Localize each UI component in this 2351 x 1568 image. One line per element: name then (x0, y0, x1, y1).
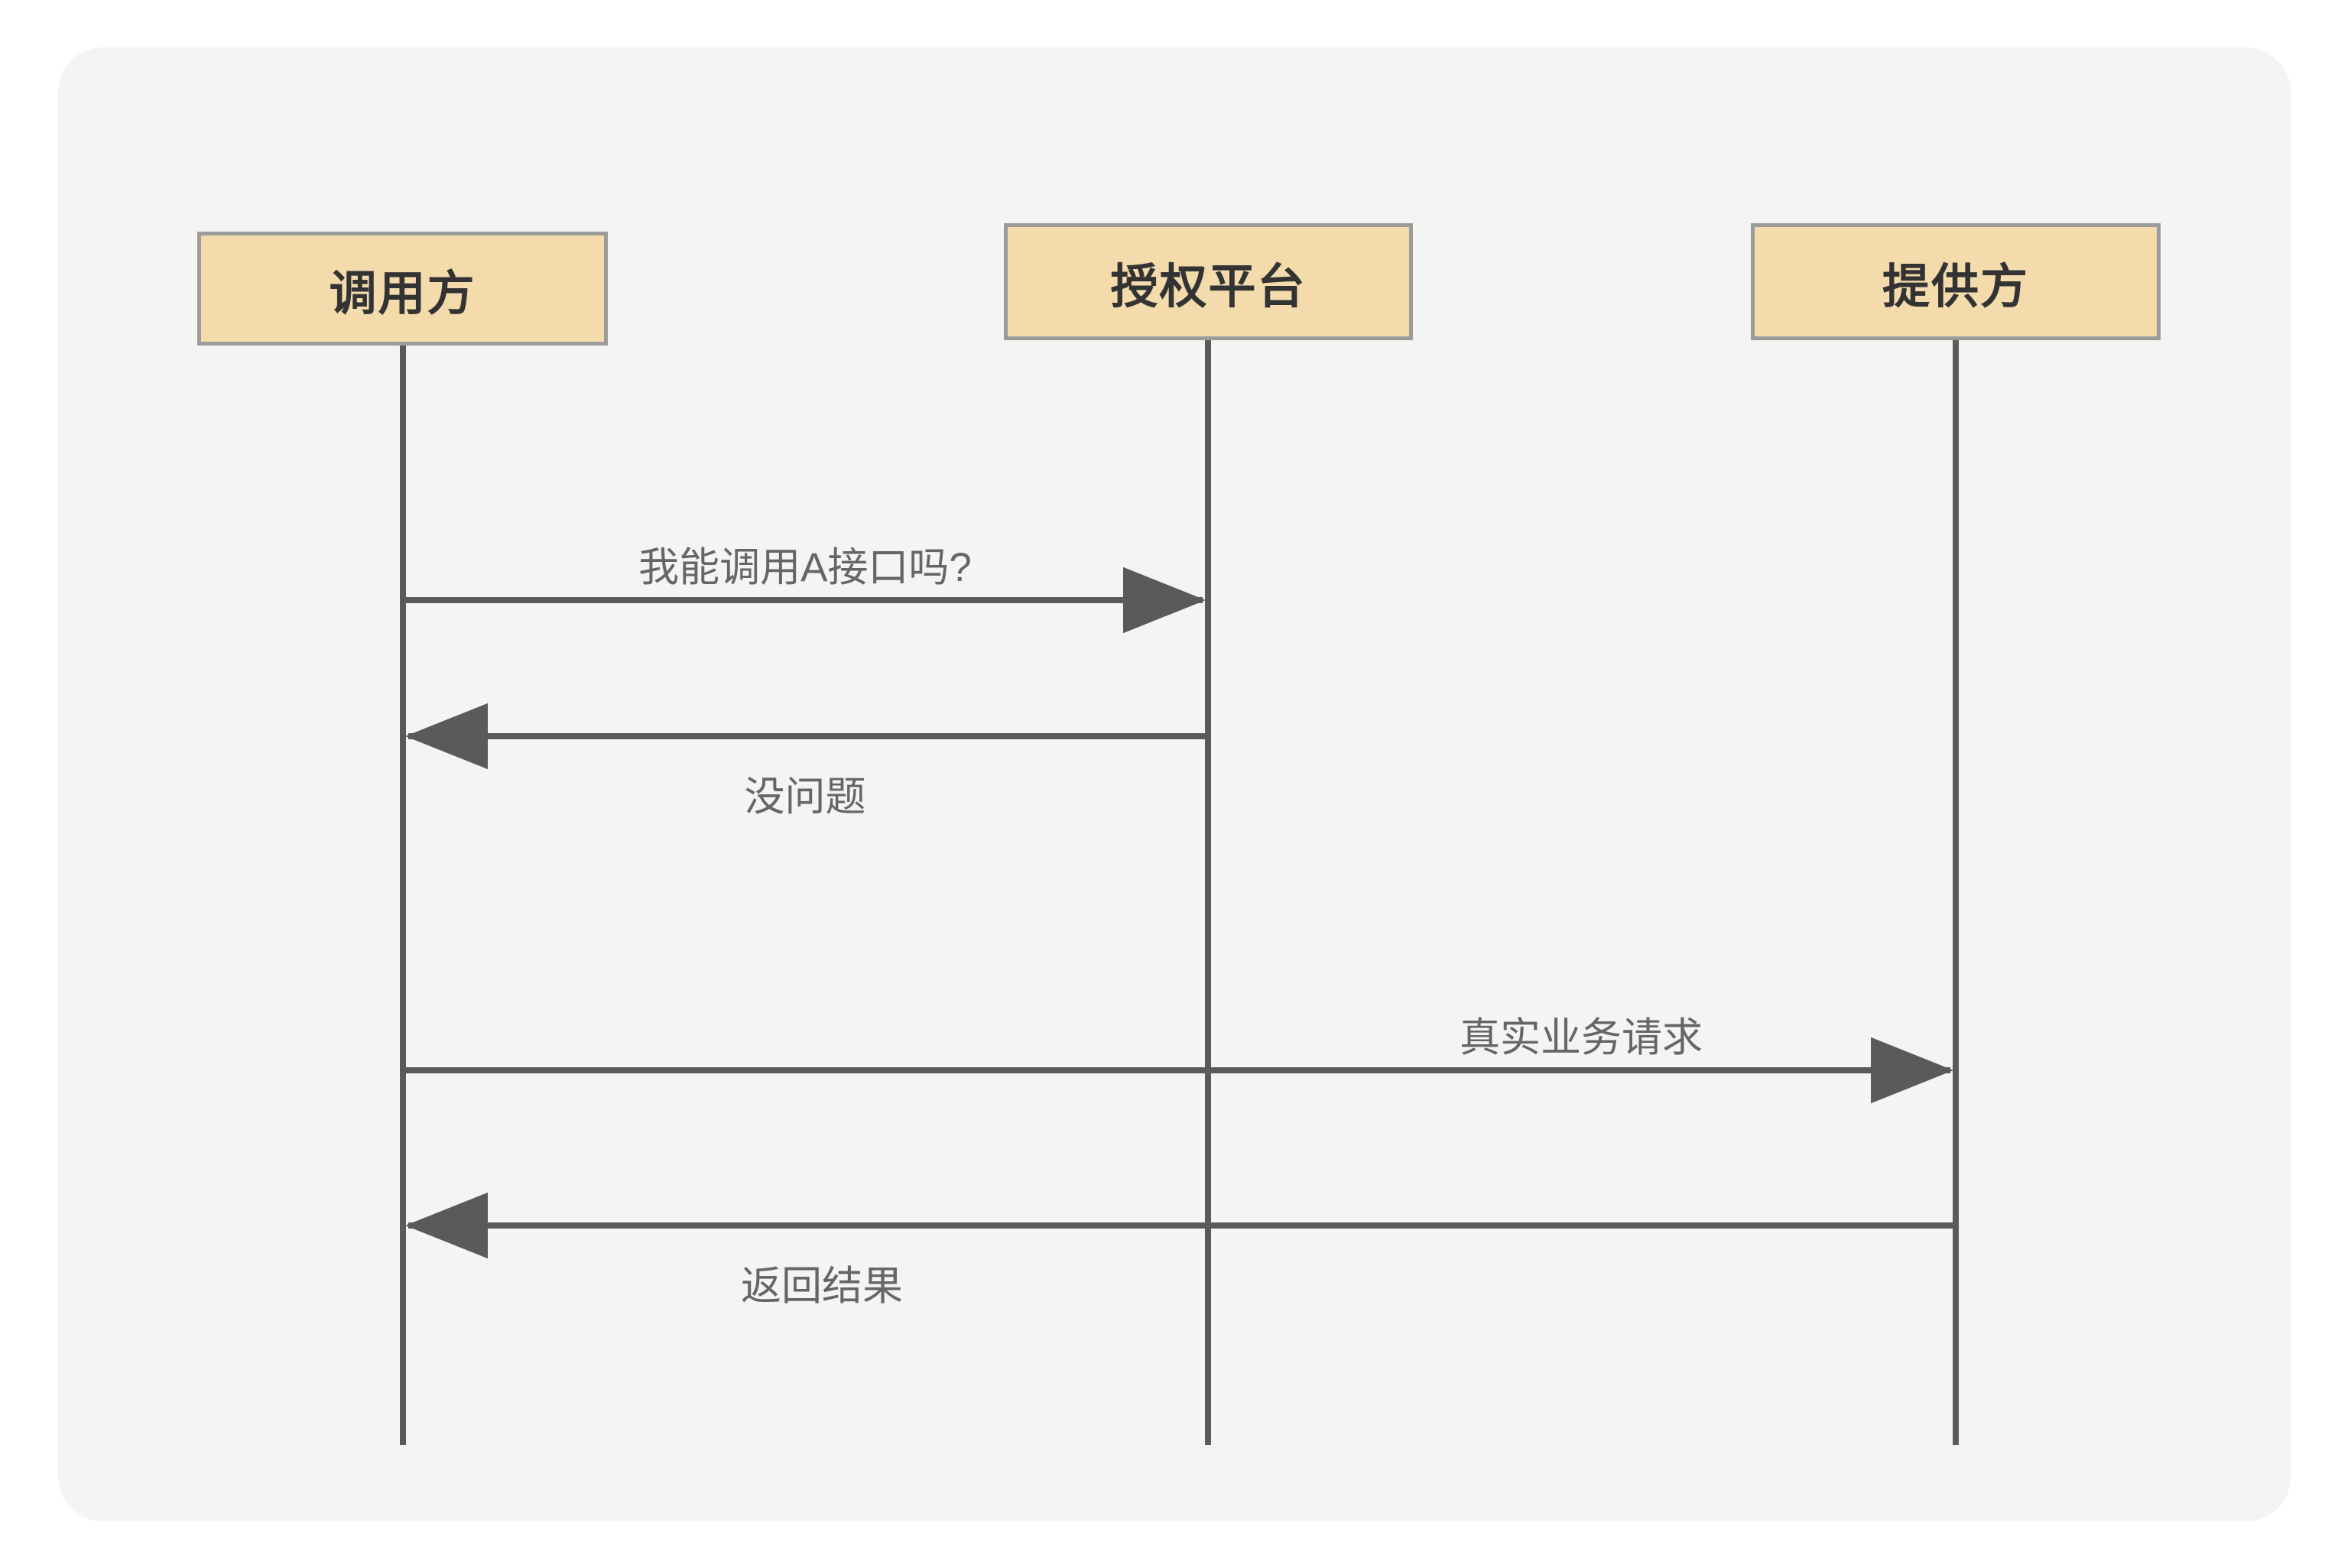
message-label-3: 真实业务请求 (1460, 1015, 1703, 1060)
message-label-1: 我能调用A接口吗? (638, 545, 972, 590)
participant-box-provider[interactable]: 提供方 (1751, 223, 2161, 340)
participant-label-platform: 授权平台 (1110, 260, 1307, 313)
participant-label-provider: 提供方 (1882, 260, 2029, 313)
participant-box-platform[interactable]: 授权平台 (1004, 223, 1413, 340)
participant-label-caller: 调用方 (329, 267, 476, 320)
message-label-2: 没问题 (744, 774, 866, 820)
message-label-4: 返回结果 (741, 1264, 903, 1309)
participant-box-caller[interactable]: 调用方 (197, 232, 608, 346)
